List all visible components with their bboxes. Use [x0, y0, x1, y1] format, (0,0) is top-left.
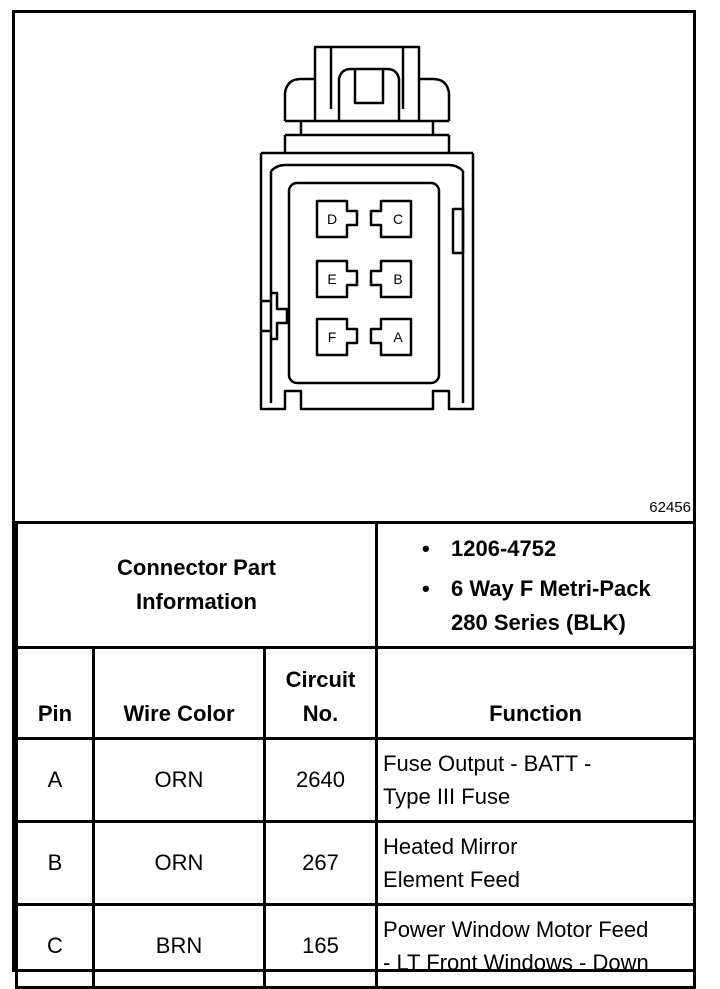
header-function: Function [375, 646, 697, 740]
wire-color-cell: ORN [92, 820, 266, 906]
circuit-cell: 267 [262, 820, 379, 906]
wire-color-cell: BRN [92, 903, 266, 989]
connector-frame: D E F C B A 62456 Connector Part Informa… [12, 10, 697, 989]
terminal-c [369, 199, 413, 239]
terminal-f [315, 317, 359, 357]
pin-cell: B [15, 820, 95, 906]
part-info-label-line2: Information [136, 589, 257, 614]
cavity-label-a: A [393, 329, 403, 345]
header-pin: Pin [15, 646, 95, 740]
figure-number: 62456 [649, 499, 691, 516]
function-cell: Fuse Output - BATT - Type III Fuse [375, 737, 697, 823]
part-info-item: 1206-4752 [418, 532, 693, 566]
header-circuit-line2: No. [302, 701, 339, 726]
function-line2: Element Feed [383, 867, 520, 892]
terminal-b [369, 259, 413, 299]
pin-cell: C [15, 903, 95, 989]
header-circuit: Circuit No. [262, 646, 379, 740]
function-line2: - LT Front Windows - Down [383, 950, 649, 975]
pin-cell: A [15, 737, 95, 823]
housing-outline [259, 153, 475, 411]
part-info-row: Connector Part Information 1206-4752 6 W… [14, 521, 697, 649]
cavity-label-f: F [328, 329, 337, 345]
connector-table: Connector Part Information 1206-4752 6 W… [14, 521, 697, 989]
table-row: B ORN 267 Heated Mirror Element Feed [15, 820, 697, 906]
header-row: Pin Wire Color Circuit No. Function [15, 646, 697, 740]
cavity-label-c: C [393, 211, 403, 227]
cavity-label-d: D [327, 211, 337, 227]
wire-color-cell: ORN [92, 737, 266, 823]
connector-part-info-list: 1206-4752 6 Way F Metri-Pack 280 Series … [375, 521, 697, 649]
terminal-d [315, 199, 359, 239]
terminal-e [315, 259, 359, 299]
circuit-cell: 165 [262, 903, 379, 989]
part-info-item: 6 Way F Metri-Pack 280 Series (BLK) [418, 572, 693, 640]
cavity-label-b: B [393, 271, 402, 287]
connector-face-drawing: D E F C B A [259, 45, 475, 411]
function-cell: Heated Mirror Element Feed [375, 820, 697, 906]
function-cell: Power Window Motor Feed - LT Front Windo… [375, 903, 697, 989]
cavity-block [287, 181, 441, 385]
terminal-a [369, 317, 413, 357]
table-row: C BRN 165 Power Window Motor Feed - LT F… [15, 903, 697, 989]
side-key [451, 207, 465, 255]
function-line1: Heated Mirror [383, 834, 518, 859]
table-row: A ORN 2640 Fuse Output - BATT - Type III… [15, 737, 697, 823]
side-clip [271, 291, 289, 341]
header-circuit-line1: Circuit [285, 667, 356, 692]
circuit-cell: 2640 [262, 737, 379, 823]
header-wire-color: Wire Color [92, 646, 266, 740]
connector-part-info-label: Connector Part Information [14, 521, 379, 649]
function-line1: Fuse Output - BATT - [383, 751, 592, 776]
connector-diagram: D E F C B A 62456 [15, 13, 693, 521]
part-info-label-line1: Connector Part [117, 555, 276, 580]
function-line2: Type III Fuse [383, 784, 511, 809]
function-line1: Power Window Motor Feed [383, 917, 649, 942]
latch-outline [313, 45, 421, 121]
cavity-label-e: E [327, 271, 336, 287]
